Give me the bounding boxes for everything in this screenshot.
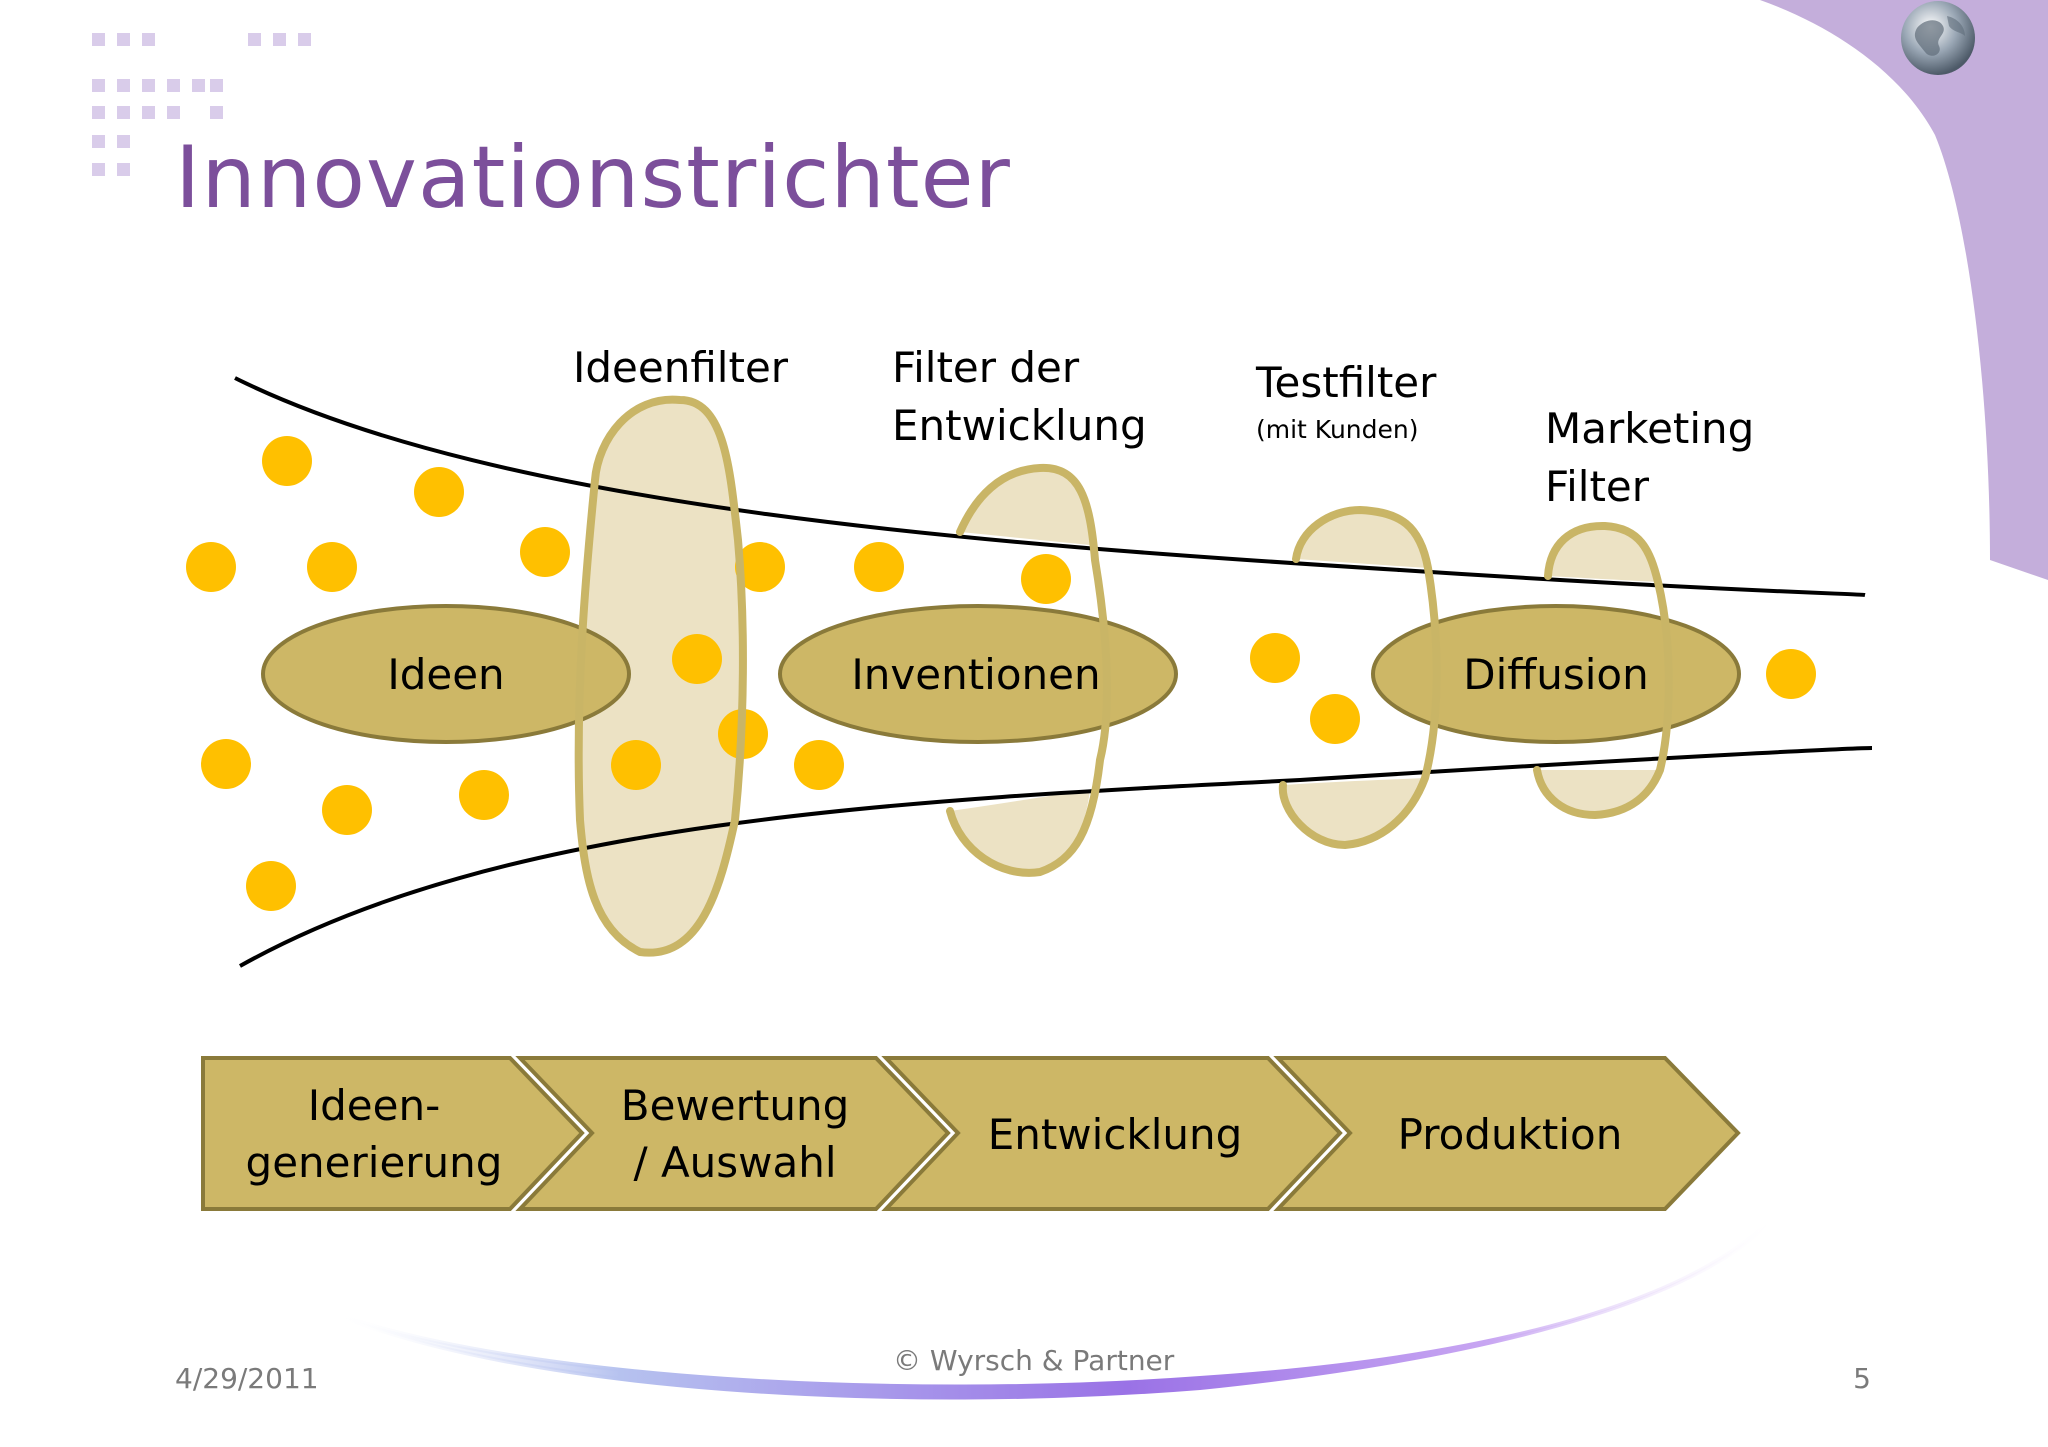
process-label-bewertung-line2: / Auswahl [633,1138,836,1187]
testfilter-bottom-shape [1282,778,1425,845]
idea-dots [186,436,1816,911]
idea-dot [459,770,509,820]
process-label-bewertung-line1: Bewertung [621,1081,849,1130]
stage-label-diffusion: Diffusion [1463,650,1648,699]
process-step-produktion [1273,1056,1741,1211]
idea-dot [854,542,904,592]
entwicklung-filter-bottom-shape [950,790,1090,873]
globe-icon [1901,1,1975,75]
filter-label-marketing-line1: Marketing [1545,404,1754,453]
idea-dot [611,740,661,790]
filter-label-ideenfilter: Ideenfilter [573,343,789,392]
slide-title: Innovationstrichter [175,128,1011,228]
filter-label-marketing-line2: Filter [1545,462,1650,511]
stage-label-ideen: Ideen [387,650,504,699]
idea-dot [1766,649,1816,699]
idea-dot [246,861,296,911]
idea-dot [307,542,357,592]
idea-dot [520,527,570,577]
process-step-entwicklung [881,1056,1343,1211]
slide-date: 4/29/2011 [175,1362,319,1395]
idea-dot [414,467,464,517]
idea-dot [201,739,251,789]
ideenfilter-shape [578,399,743,953]
stage-label-inventionen: Inventionen [851,650,1100,699]
idea-dot [1250,633,1300,683]
marketingfilter-outline [1533,521,1673,820]
idea-dot [262,436,312,486]
process-label-ideengenerierung-line1: Ideen- [308,1081,441,1130]
stage-diffusion [1371,604,1741,744]
testfilter-outline [1278,505,1441,850]
process-label-ideengenerierung-line2: generierung [246,1138,503,1187]
idea-dot [672,634,722,684]
marketingfilter-top-shape [1548,525,1658,582]
filter-label-testfilter-sub: (mit Kunden) [1256,415,1419,444]
idea-dot [1310,694,1360,744]
funnel-top-line [234,376,1866,597]
process-step-ideengenerierung [201,1056,585,1211]
process-label-produktion: Produktion [1398,1110,1623,1159]
idea-dot [1021,554,1071,604]
filter-label-entwicklung-line1: Filter der [892,343,1080,392]
testfilter-top-shape [1296,510,1428,568]
ideenfilter-outline [574,395,747,957]
idea-dot [186,542,236,592]
process-step-bewertung [515,1056,951,1211]
idea-dot [322,785,372,835]
funnel-bottom-line [239,746,1873,968]
idea-dot [794,740,844,790]
idea-dot [735,542,785,592]
slide-page-number: 5 [1853,1362,1871,1395]
filter-label-testfilter: Testfilter [1255,358,1437,407]
stage-ideen [261,604,631,744]
stage-inventionen [778,604,1178,744]
process-label-entwicklung: Entwicklung [988,1110,1243,1159]
entwicklung-filter-outline [946,463,1111,877]
slide-copyright: © Wyrsch & Partner [893,1344,1175,1377]
filter-label-entwicklung-line2: Entwicklung [892,401,1147,450]
